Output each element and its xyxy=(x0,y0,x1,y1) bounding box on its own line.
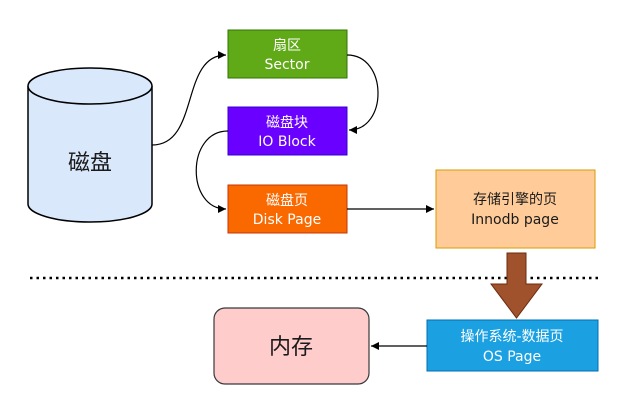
innodb-page-box xyxy=(435,169,596,249)
memory-label: 内存 xyxy=(269,335,313,360)
disk-label: 磁盘 xyxy=(68,151,112,176)
disk-cylinder: 磁盘 xyxy=(27,67,153,223)
os-page-label-en: OS Page xyxy=(483,349,541,365)
io-block-label-cn: 磁盘块 xyxy=(266,114,308,131)
disk-page-label-en: Disk Page xyxy=(253,212,321,228)
sector-node: 扇区 Sector xyxy=(227,29,348,79)
disk-page-label-cn: 磁盘页 xyxy=(266,192,308,209)
io-block-label-en: IO Block xyxy=(258,134,316,150)
disk-body xyxy=(27,86,153,223)
innodb-page-node: 存储引擎的页 Innodb page xyxy=(435,169,596,249)
disk-top xyxy=(27,67,153,105)
sector-box xyxy=(227,29,348,79)
os-page-node: 操作系统-数据页 OS Page xyxy=(426,319,599,372)
os-page-box xyxy=(426,319,599,372)
disk-page-box xyxy=(227,184,348,234)
memory-node: 内存 xyxy=(213,307,370,385)
os-page-label-cn: 操作系统-数据页 xyxy=(460,329,563,345)
edge-sector-to-io-block xyxy=(346,54,379,134)
io-block-node: 磁盘块 IO Block xyxy=(227,106,348,156)
innodb-page-label-cn: 存储引擎的页 xyxy=(473,192,557,208)
innodb-page-label-en: Innodb page xyxy=(471,212,559,228)
sector-label-cn: 扇区 xyxy=(273,38,301,54)
edge-io-block-to-disk-page xyxy=(195,130,229,213)
memory-box xyxy=(213,307,370,385)
big-down-arrow xyxy=(490,252,543,319)
disk-page-node: 磁盘页 Disk Page xyxy=(227,184,348,234)
edge-disk-to-sector xyxy=(151,51,227,146)
sector-label-en: Sector xyxy=(264,57,309,73)
